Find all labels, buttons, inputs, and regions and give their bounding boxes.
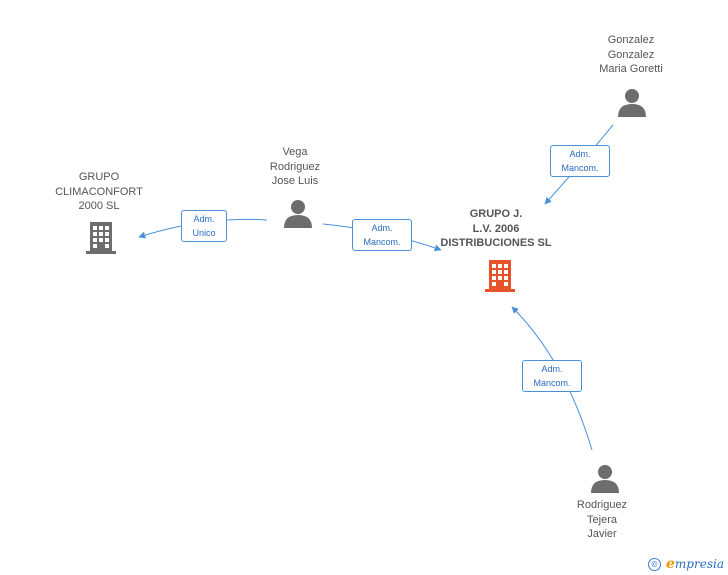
company-label-grupo-jlv[interactable]: GRUPO J. L.V. 2006 DISTRIBUCIONES SL xyxy=(426,207,566,251)
person-name-line: Gonzalez xyxy=(607,48,655,61)
person-icon[interactable] xyxy=(283,198,313,228)
role-line: Mancom. xyxy=(363,237,401,247)
building-icon-focus[interactable] xyxy=(484,258,516,294)
edge-label-gonzalez-grupo-jlv[interactable]: Adm. Mancom. xyxy=(550,145,610,177)
company-label-climaconfort[interactable]: GRUPO CLIMACONFORT 2000 SL xyxy=(44,170,154,214)
building-icon[interactable] xyxy=(85,220,117,256)
person-name-line: Gonzalez xyxy=(607,34,655,46)
role-line: Unico xyxy=(192,228,216,238)
person-name-line: Tejera xyxy=(587,513,617,526)
edge-label-vega-climaconfort[interactable]: Adm. Unico xyxy=(181,210,227,242)
company-name-line: GRUPO xyxy=(78,171,120,183)
role-line: Mancom. xyxy=(533,378,571,388)
brand-footer: © empresia xyxy=(648,555,724,573)
person-icon[interactable] xyxy=(617,87,647,117)
person-icon[interactable] xyxy=(590,463,620,493)
person-name-line: Rodriguez xyxy=(576,499,628,511)
company-name-line: 2000 SL xyxy=(78,200,120,212)
person-name-line: Maria Goretti xyxy=(599,63,663,75)
person-name-line: Jose Luis xyxy=(271,175,319,187)
person-label-gonzalez[interactable]: Gonzalez Gonzalez Maria Goretti xyxy=(576,33,686,77)
edge-label-vega-grupo-jlv[interactable]: Adm. Mancom. xyxy=(352,219,412,251)
role-line: Mancom. xyxy=(561,163,599,173)
person-label-vega[interactable]: Vega Rodriguez Jose Luis xyxy=(245,145,345,189)
role-line: Adm. xyxy=(569,149,591,159)
brand-logo: empresia xyxy=(666,556,724,572)
role-line: Adm. xyxy=(541,364,563,374)
copyright-icon: © xyxy=(648,557,661,571)
role-line: Adm. xyxy=(193,214,215,224)
person-label-rodriguez[interactable]: Rodriguez Tejera Javier xyxy=(552,498,652,542)
role-line: Adm. xyxy=(371,223,393,233)
company-name-line: DISTRIBUCIONES SL xyxy=(440,237,552,249)
edge-label-rodriguez-grupo-jlv[interactable]: Adm. Mancom. xyxy=(522,360,582,392)
company-name-line: GRUPO J. xyxy=(469,208,523,220)
person-name-line: Vega xyxy=(282,146,308,158)
company-name-line: CLIMACONFORT xyxy=(55,185,143,198)
person-name-line: Rodriguez xyxy=(269,160,321,173)
company-name-line: L.V. 2006 xyxy=(472,222,520,235)
person-name-line: Javier xyxy=(587,528,617,540)
